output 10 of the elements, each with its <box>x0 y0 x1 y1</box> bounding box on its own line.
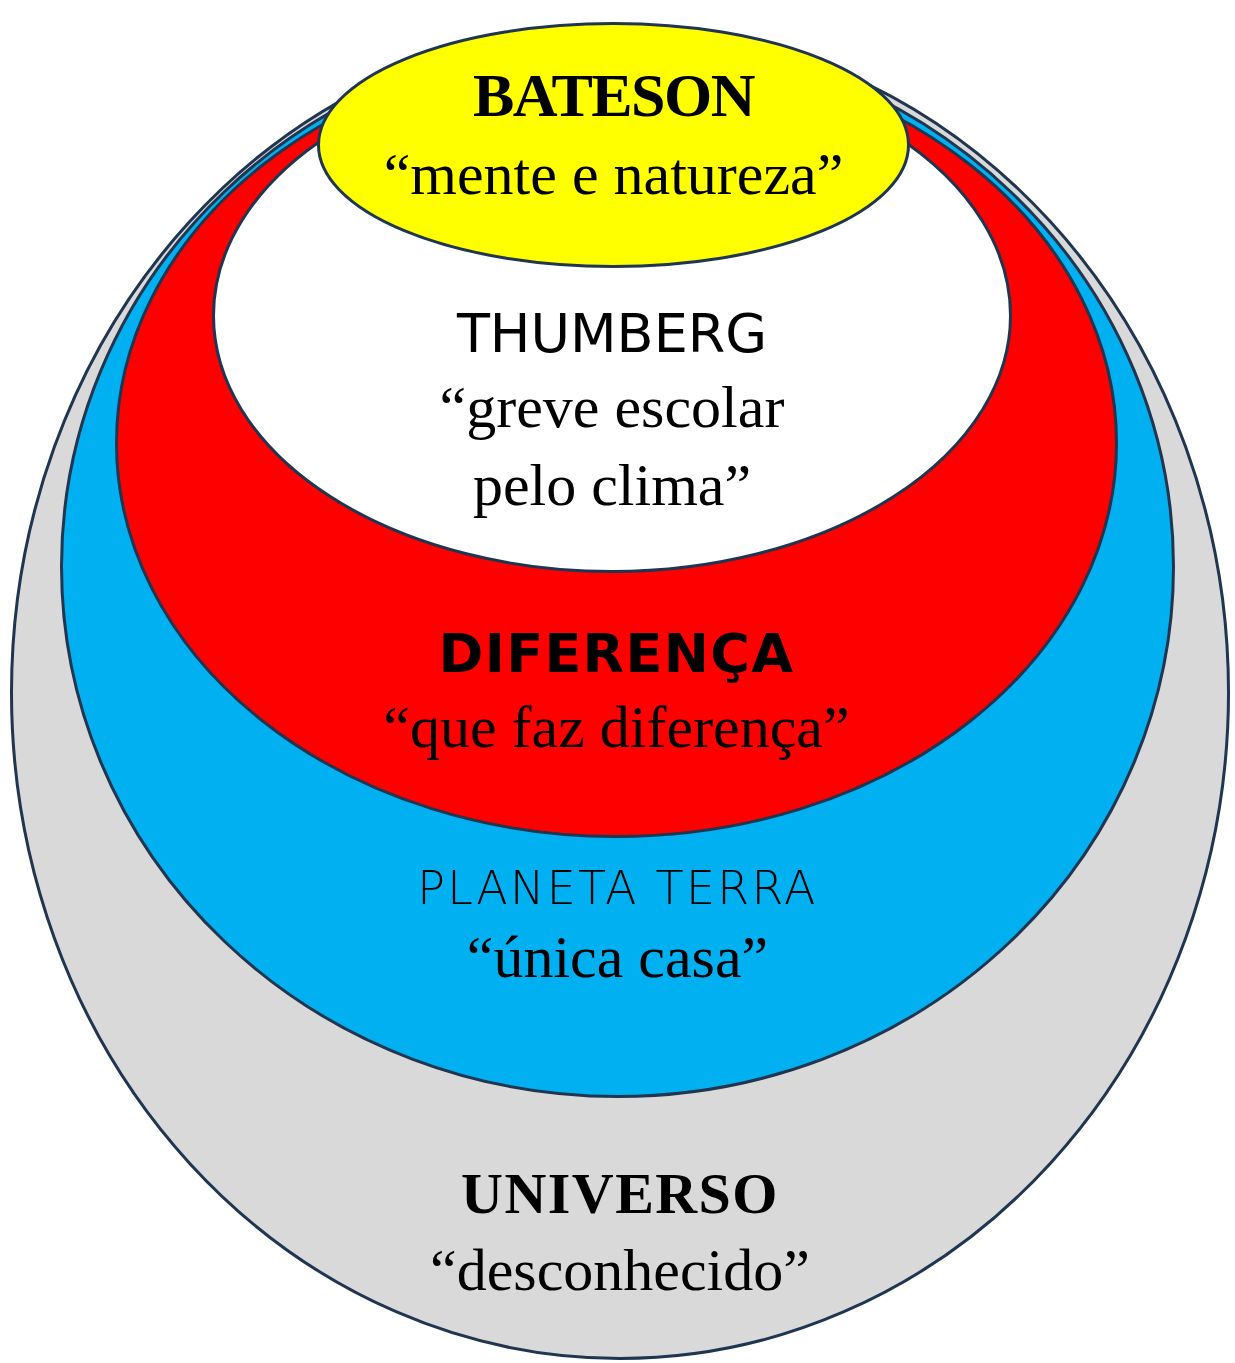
quote: “greve escolar pelo clima” <box>438 372 786 520</box>
heading: UNIVERSO <box>461 1160 779 1228</box>
quote: “única casa” <box>466 922 769 992</box>
heading: PLANETA TERRA <box>417 860 818 917</box>
quote: “desconhecido” <box>430 1235 810 1305</box>
heading: BATESON <box>473 60 754 131</box>
heading: DIFERENÇA <box>438 621 795 687</box>
quote: “mente e natureza” <box>383 139 844 209</box>
heading: THUMBERG <box>456 301 768 367</box>
quote: “que faz diferença” <box>383 692 850 762</box>
